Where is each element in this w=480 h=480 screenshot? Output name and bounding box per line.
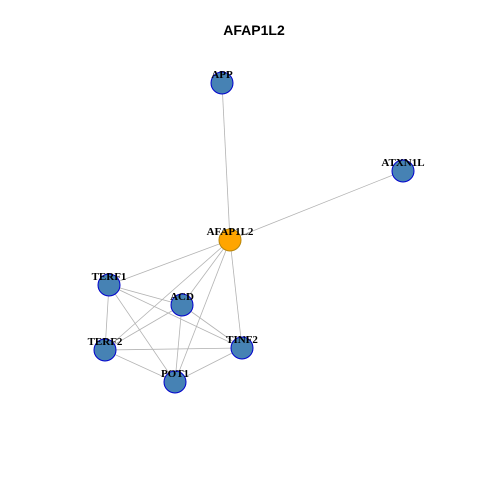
- edge-acd-tinf2: [181, 304, 243, 349]
- node-terf1: [97, 273, 121, 297]
- edge-acd-pot1: [174, 304, 183, 383]
- edge-afap1l2-tinf2: [229, 239, 243, 349]
- edge-terf2-pot1: [104, 349, 176, 383]
- nodes-layer: [93, 71, 415, 394]
- graph-title: AFAP1L2: [223, 22, 285, 38]
- edges-layer: [104, 82, 404, 383]
- edge-terf1-pot1: [108, 284, 176, 383]
- edge-afap1l2-acd: [181, 239, 231, 306]
- edge-terf2-tinf2: [104, 347, 243, 351]
- node-label-tinf2: TINF2: [226, 334, 258, 346]
- edge-afap1l2-pot1: [174, 239, 231, 383]
- edge-afap1l2-terf2: [104, 239, 231, 351]
- node-pot1: [163, 370, 187, 394]
- node-label-app: APP: [211, 69, 233, 81]
- node-acd: [170, 293, 194, 317]
- edge-afap1l2-terf1: [108, 239, 231, 286]
- node-label-terf1: TERF1: [92, 271, 127, 283]
- node-atxn1l: [391, 159, 415, 183]
- edge-terf1-tinf2: [108, 284, 243, 349]
- edge-afap1l2-app: [221, 82, 231, 241]
- node-label-terf2: TERF2: [88, 336, 123, 348]
- node-tinf2: [230, 336, 254, 360]
- edge-terf1-acd: [108, 284, 183, 306]
- node-afap1l2: [218, 228, 242, 252]
- node-app: [210, 71, 234, 95]
- edge-acd-terf2: [104, 304, 183, 351]
- edge-afap1l2-atxn1l: [229, 170, 404, 241]
- node-terf2: [93, 338, 117, 362]
- node-label-acd: ACD: [170, 291, 194, 303]
- node-label-pot1: POT1: [161, 368, 189, 380]
- node-label-afap1l2: AFAP1L2: [207, 226, 254, 238]
- edge-tinf2-pot1: [174, 347, 243, 383]
- node-label-atxn1l: ATXN1L: [381, 157, 424, 169]
